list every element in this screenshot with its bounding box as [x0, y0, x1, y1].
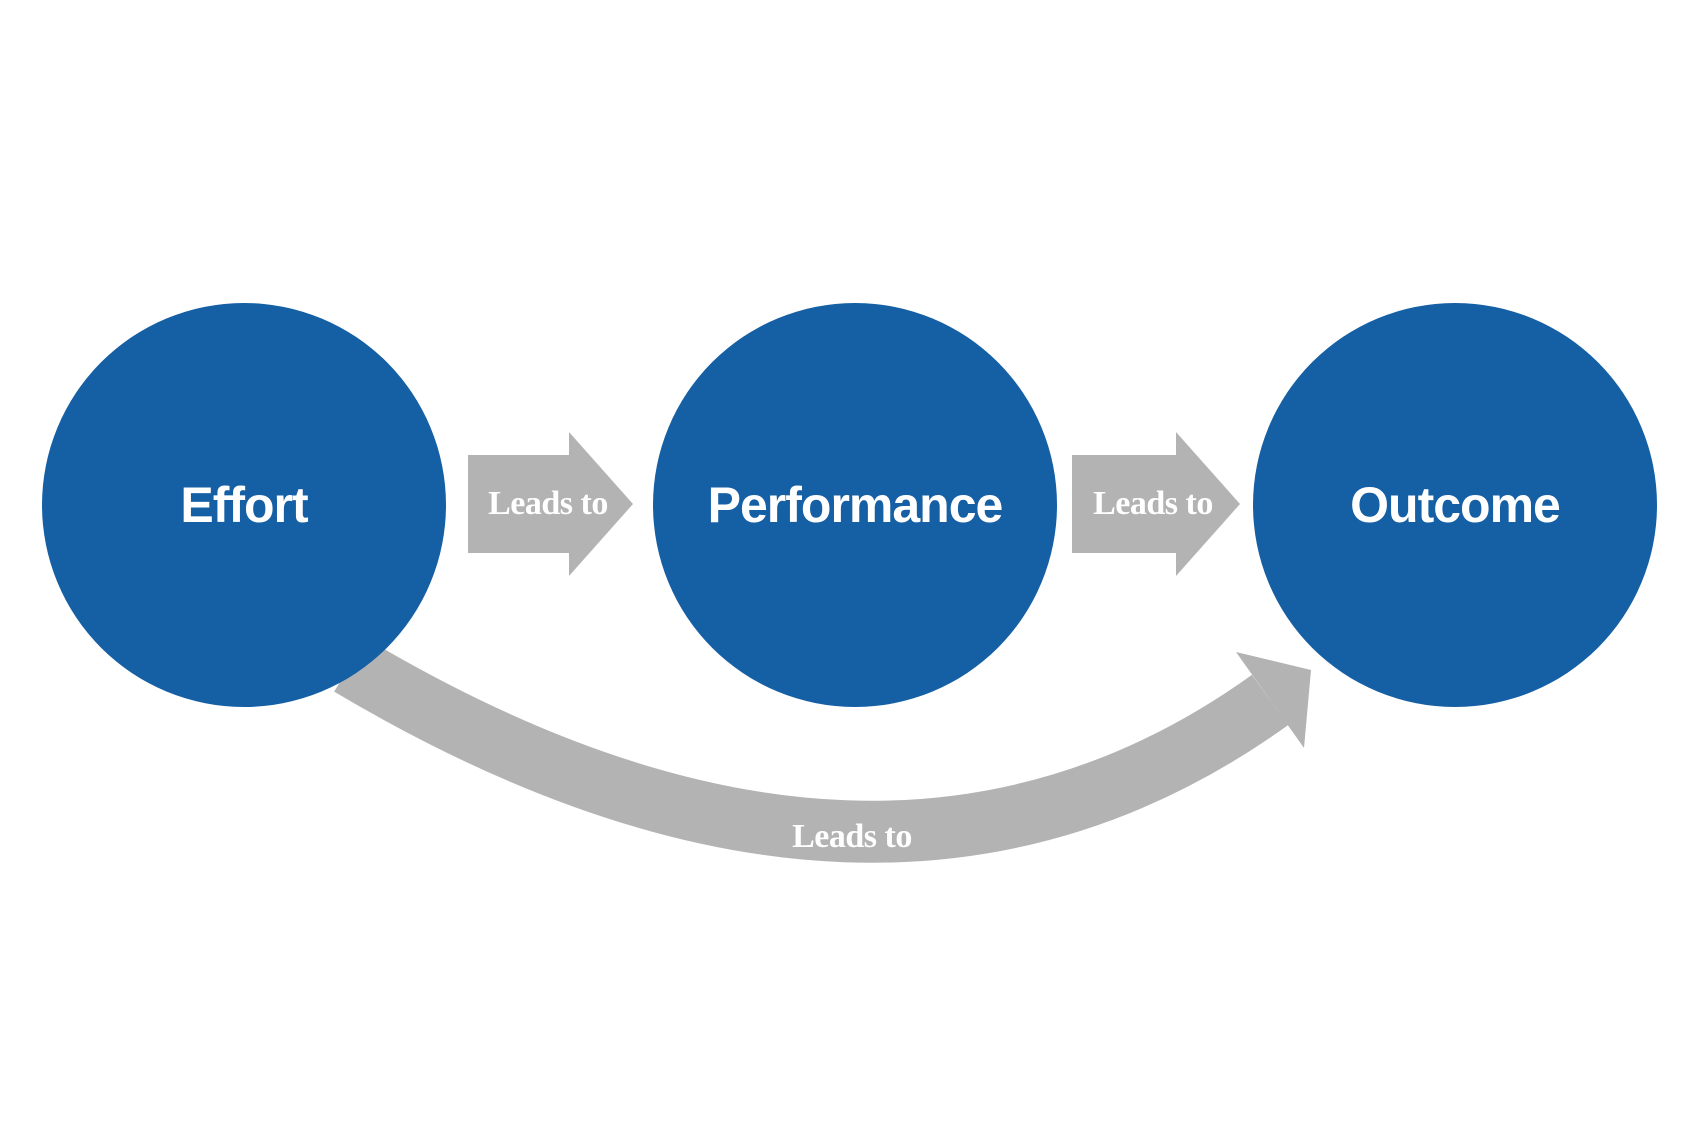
node-effort: Effort: [42, 303, 446, 707]
node-performance: Performance: [653, 303, 1057, 707]
arrow-performance-outcome-label: Leads to: [1093, 485, 1213, 522]
curved-arrow-effort-outcome-head: [1236, 652, 1311, 748]
node-performance-label: Performance: [707, 477, 1004, 533]
node-effort-label: Effort: [180, 477, 308, 533]
node-outcome-label: Outcome: [1350, 477, 1561, 533]
curved-arrow-effort-outcome-band: [334, 638, 1289, 863]
arrow-effort-performance: [468, 432, 633, 576]
node-outcome: Outcome: [1253, 303, 1657, 707]
arrow-effort-performance-label: Leads to: [488, 485, 608, 522]
arrow-performance-outcome: [1072, 432, 1240, 576]
curved-arrow-effort-outcome-label: Leads to: [792, 818, 912, 855]
